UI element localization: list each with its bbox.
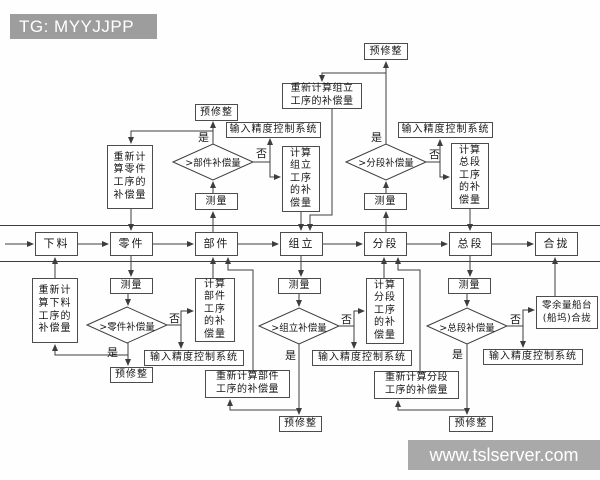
stage-box-xialiao: 下料 <box>35 232 78 256</box>
pre-adjust-box-bottom-zuli: 预修整 <box>279 416 322 432</box>
pre-adjust-box-bottom-lingjian: 预修整 <box>110 367 153 383</box>
watermark-url-banner: www.tslserver.com <box>408 440 600 470</box>
yes-label-bujian: 是 <box>198 131 209 144</box>
calc-zuli-process-box: 计算 组立 工序 的补 偿量 <box>282 146 320 212</box>
calc-fenduan-process-box: 计算 分段 工序 的补 偿量 <box>366 278 404 344</box>
recalc-fenduan-process-box: 重新计算分段 工序的补偿量 <box>374 371 459 399</box>
stage-box-zuli: 组立 <box>280 232 323 256</box>
measure-box-bottom-zongduan: 测量 <box>448 278 491 294</box>
pre-adjust-box-top-fenduan: 预修整 <box>364 43 408 60</box>
yes-label-zuli: 是 <box>285 349 296 362</box>
measure-box-top-fenduan: 测量 <box>364 193 407 210</box>
measure-box-bottom-zuli: 测量 <box>278 278 321 294</box>
watermark-tag-banner: TG: MYYJJPP <box>10 14 157 39</box>
yes-label-fenduan: 是 <box>371 131 382 144</box>
decision-zuli-compensation: >组立补偿量 <box>271 323 327 334</box>
decision-lingjian-compensation: >零件补偿量 <box>99 322 155 333</box>
no-label-lingjian: 否 <box>169 312 180 325</box>
pre-adjust-box-bottom-zongduan: 预修整 <box>449 416 493 432</box>
no-label-fenduan: 否 <box>429 148 440 161</box>
calc-bujian-process-box: 计算 部件 工序 的补 偿量 <box>195 278 235 342</box>
input-precision-system-box-top-fenduan: 输入精度控制系统 <box>398 122 493 138</box>
no-label-zuli: 否 <box>341 313 352 326</box>
recalc-zuli-process-box: 重新计算组立 工序的补偿量 <box>282 83 362 109</box>
no-label-bujian: 否 <box>256 147 267 160</box>
recalc-bujian-process-box: 重新计算部件 工序的补偿量 <box>205 370 290 398</box>
no-label-zongduan: 否 <box>510 313 521 326</box>
decision-bujian-compensation: >部件补偿量 <box>185 158 241 169</box>
stage-box-bujian: 部件 <box>195 232 238 256</box>
measure-box-bottom-lingjian: 测量 <box>110 278 153 294</box>
stage-box-lingjian: 零件 <box>110 232 153 256</box>
input-precision-system-box-bottom-zuli: 输入精度控制系统 <box>312 350 412 366</box>
input-precision-system-box-bottom-zongduan: 输入精度控制系统 <box>483 349 583 365</box>
decision-fenduan-compensation: >分段补偿量 <box>358 158 414 169</box>
recalc-xialiao-process-box: 重新计 算下料 工序的 补偿量 <box>32 278 78 343</box>
pre-adjust-box-top-bujian: 预修整 <box>195 104 238 121</box>
decision-zongduan-compensation: >总段补偿量 <box>439 323 495 334</box>
input-precision-system-box-top-bujian: 输入精度控制系统 <box>226 122 321 138</box>
stage-box-zongduan: 总段 <box>449 232 492 256</box>
decision-diamond-shapes <box>85 143 509 345</box>
yes-label-zongduan: 是 <box>452 348 463 361</box>
stage-box-fenduan: 分段 <box>364 232 407 256</box>
calc-zongduan-process-box: 计算 总段 工序 的补 偿量 <box>451 143 489 209</box>
measure-box-top-bujian: 测量 <box>195 193 238 210</box>
stage-box-helong: 合拢 <box>535 232 578 256</box>
input-precision-system-box-bottom-lingjian: 输入精度控制系统 <box>144 350 244 366</box>
recalc-lingjian-process-box: 重新计 算零件 工序的 补偿量 <box>107 145 153 209</box>
zero-margin-closure-box: 零余量船台 (船坞)合拢 <box>536 296 598 329</box>
yes-label-lingjian: 是 <box>107 346 118 359</box>
